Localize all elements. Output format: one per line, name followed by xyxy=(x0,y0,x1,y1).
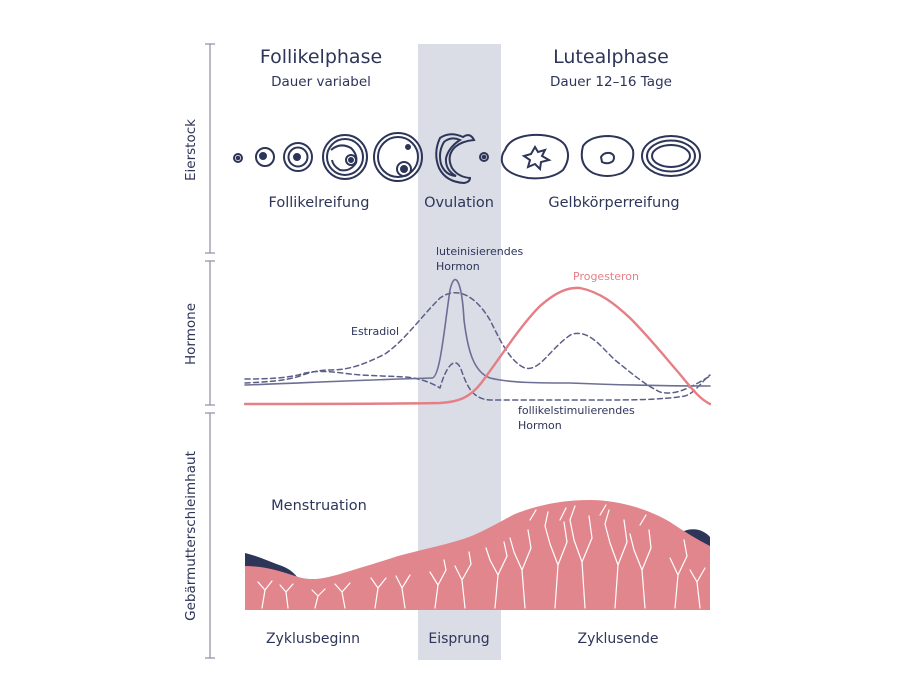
follicle-stage-2-icon xyxy=(255,147,275,167)
follicle-stage-3-icon xyxy=(283,142,313,172)
endometrium-layer xyxy=(245,500,710,610)
corpus-luteum-stage-2-icon xyxy=(580,134,635,177)
fsh-curve xyxy=(244,362,711,401)
follicle-stage-5-icon xyxy=(373,132,423,182)
corpus-luteum-icons xyxy=(500,133,701,180)
label-cycle-end: Zyklusende xyxy=(577,631,658,647)
corpus-luteum-stage-1-icon xyxy=(500,133,569,180)
follicular-phase-subtitle: Dauer variabel xyxy=(271,74,371,90)
section-label-endometrium: Gebärmutterschleimhaut xyxy=(183,451,199,621)
label-fsh-line2: Hormon xyxy=(518,419,562,432)
label-ovulation-day: Eisprung xyxy=(428,631,489,647)
endometrium-gland-pattern xyxy=(257,504,706,609)
label-estradiol: Estradiol xyxy=(351,325,399,338)
section-label-hormones: Hormone xyxy=(183,303,199,365)
lh-curve xyxy=(244,278,711,387)
label-fsh-line1: follikelstimulierendes xyxy=(518,404,635,417)
follicle-stage-1-icon xyxy=(233,153,243,163)
ovulation-icon xyxy=(435,133,489,185)
label-progesterone: Progesteron xyxy=(573,270,639,283)
follicle-maturation-icons xyxy=(233,132,423,182)
luteal-phase-title: Lutealphase xyxy=(553,46,669,68)
hormone-curves xyxy=(243,278,712,406)
label-menstruation: Menstruation xyxy=(271,498,367,514)
section-label-ovary: Eierstock xyxy=(183,119,199,181)
progesterone-curve xyxy=(243,286,712,406)
follicular-phase-title: Follikelphase xyxy=(260,46,382,68)
luteal-phase-subtitle: Dauer 12–16 Tage xyxy=(550,74,672,90)
label-corpus-luteum-maturation: Gelbkörperreifung xyxy=(548,195,679,211)
label-ovulation: Ovulation xyxy=(424,195,494,211)
corpus-albicans-icon xyxy=(641,135,701,177)
label-lh-line2: Hormon xyxy=(436,260,480,273)
endometrium xyxy=(245,500,710,610)
estradiol-curve xyxy=(244,292,711,394)
follicle-stage-4-icon xyxy=(322,134,368,180)
label-lh-line1: luteinisierendes xyxy=(436,245,524,258)
label-cycle-start: Zyklusbeginn xyxy=(266,631,360,647)
left-axis xyxy=(205,43,215,659)
label-follicle-maturation: Follikelreifung xyxy=(269,195,370,211)
